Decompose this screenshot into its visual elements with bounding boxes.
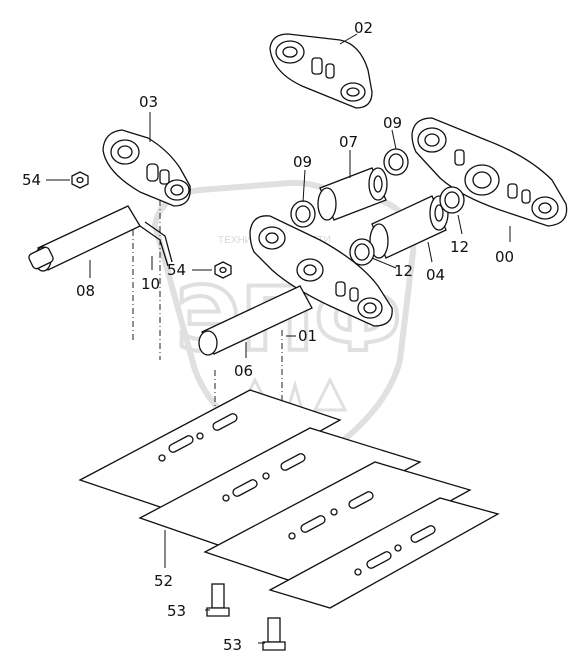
- shoe-plate-3: [203, 461, 472, 585]
- callout-06: 06: [234, 362, 253, 380]
- bolt-53a-icon: [206, 583, 230, 617]
- seal-09b: [383, 148, 409, 176]
- callout-01: 01: [298, 327, 317, 345]
- shoe-plate-2: [138, 427, 422, 557]
- shoe-plate-1: [78, 389, 342, 513]
- callout-53b: 53: [223, 636, 242, 654]
- callout-02: 02: [354, 19, 373, 37]
- track-link-00: [411, 117, 568, 227]
- callout-09b: 09: [383, 114, 402, 132]
- spring-pin-10: [139, 221, 173, 267]
- callout-12a: 12: [394, 262, 413, 280]
- callout-04: 04: [426, 266, 445, 284]
- callout-00: 00: [495, 248, 514, 266]
- callout-07: 07: [339, 133, 358, 151]
- track-link-01: [249, 215, 393, 327]
- pin-08: [28, 205, 141, 272]
- shoe-plates-52: [78, 389, 500, 609]
- callout-53a: 53: [167, 602, 186, 620]
- callout-12b: 12: [450, 238, 469, 256]
- nut-54b-icon: [214, 261, 232, 279]
- callout-52: 52: [154, 572, 173, 590]
- track-link-03: [102, 129, 191, 207]
- leader-lines: [46, 33, 511, 644]
- callout-10: 10: [141, 275, 160, 293]
- bolt-53b-icon: [262, 617, 286, 651]
- seal-12a: [349, 238, 375, 266]
- callout-03: 03: [139, 93, 158, 111]
- track-link-02: [269, 33, 373, 109]
- bushing-04: [369, 195, 449, 259]
- callout-54b: 54: [167, 261, 186, 279]
- seal-09a: [290, 200, 316, 228]
- callouts: 02 03 54 09 09 07 08 10 54 12 12 04 00 0…: [22, 19, 514, 654]
- callout-09a: 09: [293, 153, 312, 171]
- pin-06: [198, 285, 313, 356]
- nut-54a-icon: [71, 171, 89, 189]
- callout-08: 08: [76, 282, 95, 300]
- seal-12b: [439, 186, 465, 214]
- callout-54a: 54: [22, 171, 41, 189]
- bushing-07: [317, 167, 388, 221]
